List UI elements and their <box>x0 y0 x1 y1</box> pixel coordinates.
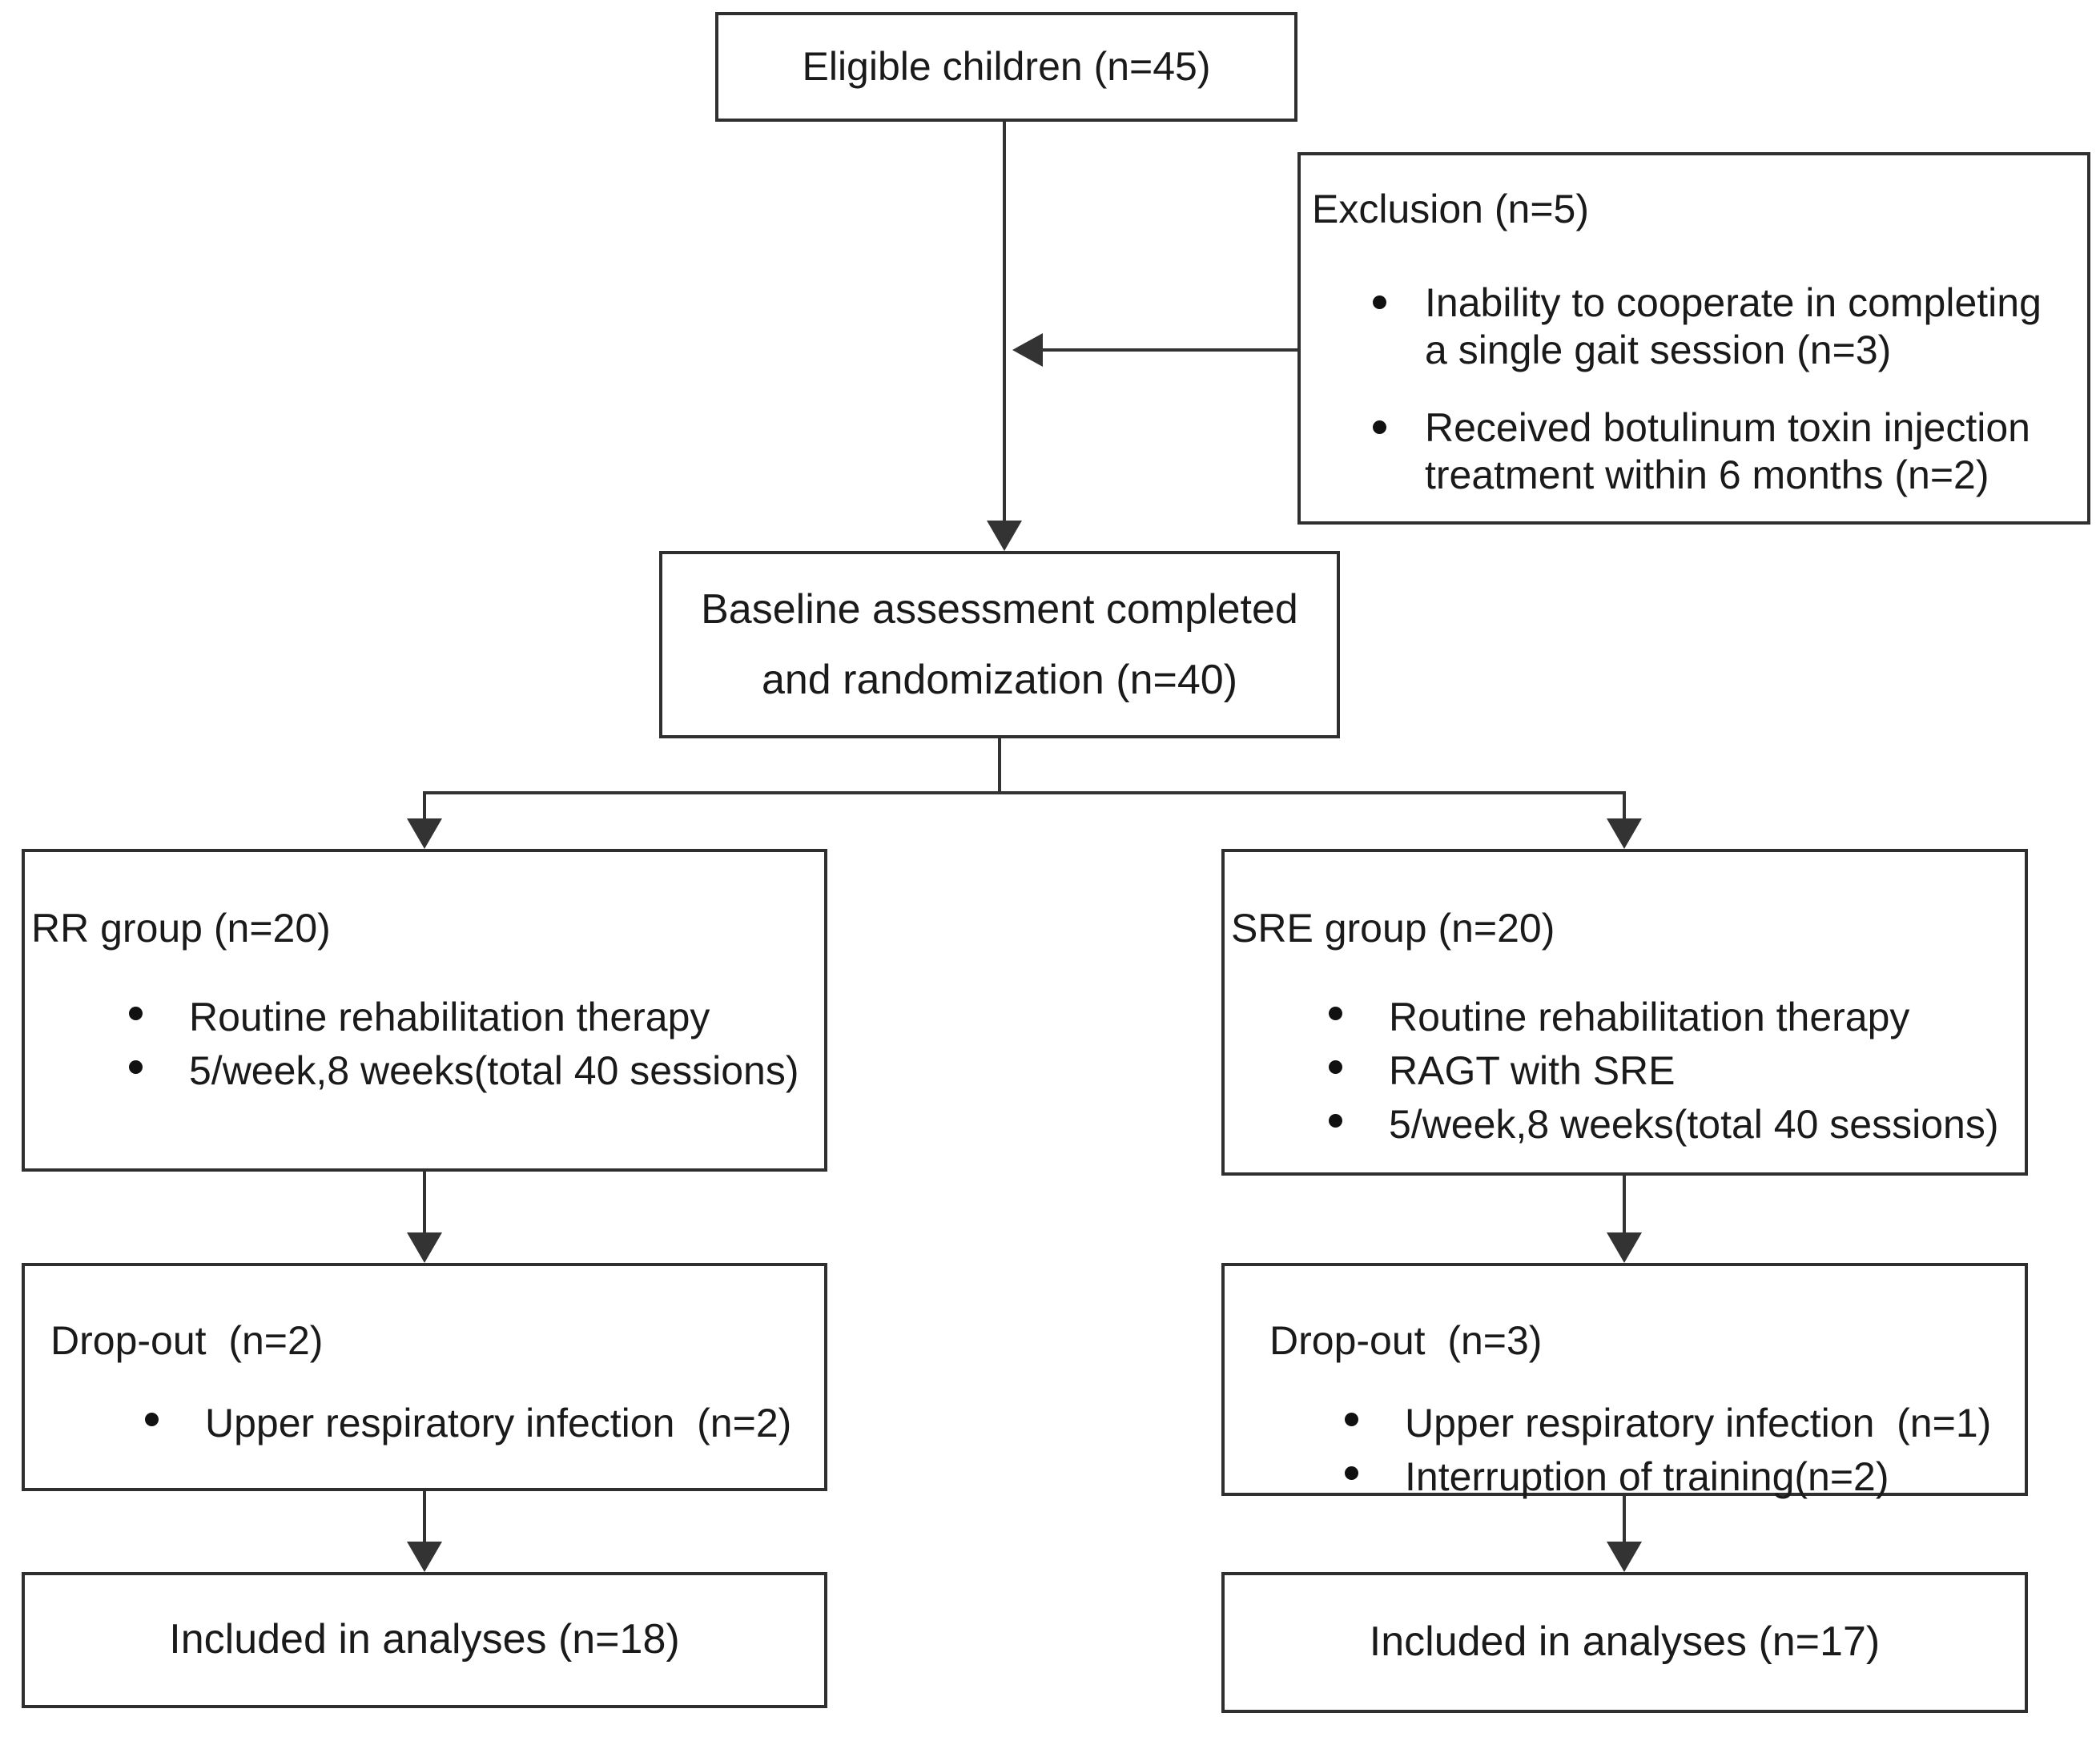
rr-group-box: RR group (n=20) Routine rehabilitation t… <box>22 849 827 1172</box>
eligible-children-label: Eligible children (n=45) <box>802 44 1211 89</box>
connector-rr-to-dropout-line <box>423 1172 426 1236</box>
exclusion-bullet-1: Inability to cooperate in completing a s… <box>1373 279 2067 374</box>
dropout-sre-title: Drop-out (n=3) <box>1269 1318 1543 1363</box>
sre-group-bullet-1: Routine rehabilitation therapy <box>1329 991 2025 1044</box>
connector-branch-to-rr-line <box>423 791 426 822</box>
sre-group-title: SRE group (n=20) <box>1231 906 1555 951</box>
baseline-line-1: Baseline assessment completed <box>701 586 1298 633</box>
arrow-down-icon <box>1607 818 1642 849</box>
arrow-down-icon <box>407 818 442 849</box>
dropout-sre-bullet-2: Interruption of training(n=2) <box>1345 1450 2025 1504</box>
dropout-rr-title: Drop-out (n=2) <box>50 1318 324 1363</box>
connector-dropout-to-included-rr-line <box>423 1491 426 1544</box>
connector-branch-horizontal-line <box>423 791 1626 794</box>
connector-eligible-to-baseline-line <box>1003 122 1006 524</box>
dropout-sre-bullet-1: Upper respiratory infection (n=1) <box>1345 1397 2025 1450</box>
arrow-left-icon <box>1012 333 1043 367</box>
included-sre-label: Included in analyses (n=17) <box>1369 1618 1881 1666</box>
sre-group-box: SRE group (n=20) Routine rehabilitation … <box>1221 849 2028 1176</box>
included-rr-label: Included in analyses (n=18) <box>169 1616 680 1663</box>
eligible-children-box: Eligible children (n=45) <box>715 12 1297 122</box>
arrow-down-icon <box>987 521 1022 551</box>
connector-dropout-to-included-sre-line <box>1623 1496 1626 1544</box>
rr-group-bullet-1: Routine rehabilitation therapy <box>129 991 824 1044</box>
dropout-rr-bullet-1: Upper respiratory infection (n=2) <box>145 1397 824 1450</box>
baseline-randomization-label: Baseline assessment completed and random… <box>662 554 1337 735</box>
dropout-sre-bullet-list: Upper respiratory infection (n=1) Interr… <box>1225 1397 2025 1504</box>
connector-sre-to-dropout-line <box>1623 1176 1626 1236</box>
rr-group-bullet-2: 5/week,8 weeks(total 40 sessions) <box>129 1044 824 1098</box>
arrow-down-icon <box>407 1232 442 1263</box>
exclusion-box: Exclusion (n=5) Inability to cooperate i… <box>1297 152 2090 525</box>
exclusion-title: Exclusion (n=5) <box>1312 187 1589 231</box>
connector-branch-to-sre-line <box>1623 791 1626 822</box>
arrow-down-icon <box>1607 1232 1642 1263</box>
baseline-line-2: and randomization (n=40) <box>761 657 1238 703</box>
arrow-down-icon <box>407 1542 442 1572</box>
dropout-rr-box: Drop-out (n=2) Upper respiratory infecti… <box>22 1263 827 1491</box>
connector-exclusion-line <box>1041 348 1297 352</box>
exclusion-bullet-2: Received botulinum toxin injection treat… <box>1373 404 2067 499</box>
dropout-sre-box: Drop-out (n=3) Upper respiratory infecti… <box>1221 1263 2028 1499</box>
included-rr-box: Included in analyses (n=18) <box>22 1572 827 1708</box>
included-sre-box: Included in analyses (n=17) <box>1221 1572 2028 1713</box>
connector-baseline-stem-line <box>998 738 1001 794</box>
rr-group-title: RR group (n=20) <box>31 906 331 951</box>
sre-group-bullet-3: 5/week,8 weeks(total 40 sessions) <box>1329 1098 2025 1152</box>
baseline-randomization-box: Baseline assessment completed and random… <box>659 551 1340 738</box>
sre-group-bullet-2: RAGT with SRE <box>1329 1044 2025 1098</box>
arrow-down-icon <box>1607 1542 1642 1572</box>
sre-group-bullet-list: Routine rehabilitation therapy RAGT with… <box>1225 991 2025 1152</box>
dropout-rr-bullet-list: Upper respiratory infection (n=2) <box>25 1397 824 1450</box>
exclusion-bullet-list: Inability to cooperate in completing a s… <box>1301 279 2067 499</box>
rr-group-bullet-list: Routine rehabilitation therapy 5/week,8 … <box>25 991 824 1098</box>
